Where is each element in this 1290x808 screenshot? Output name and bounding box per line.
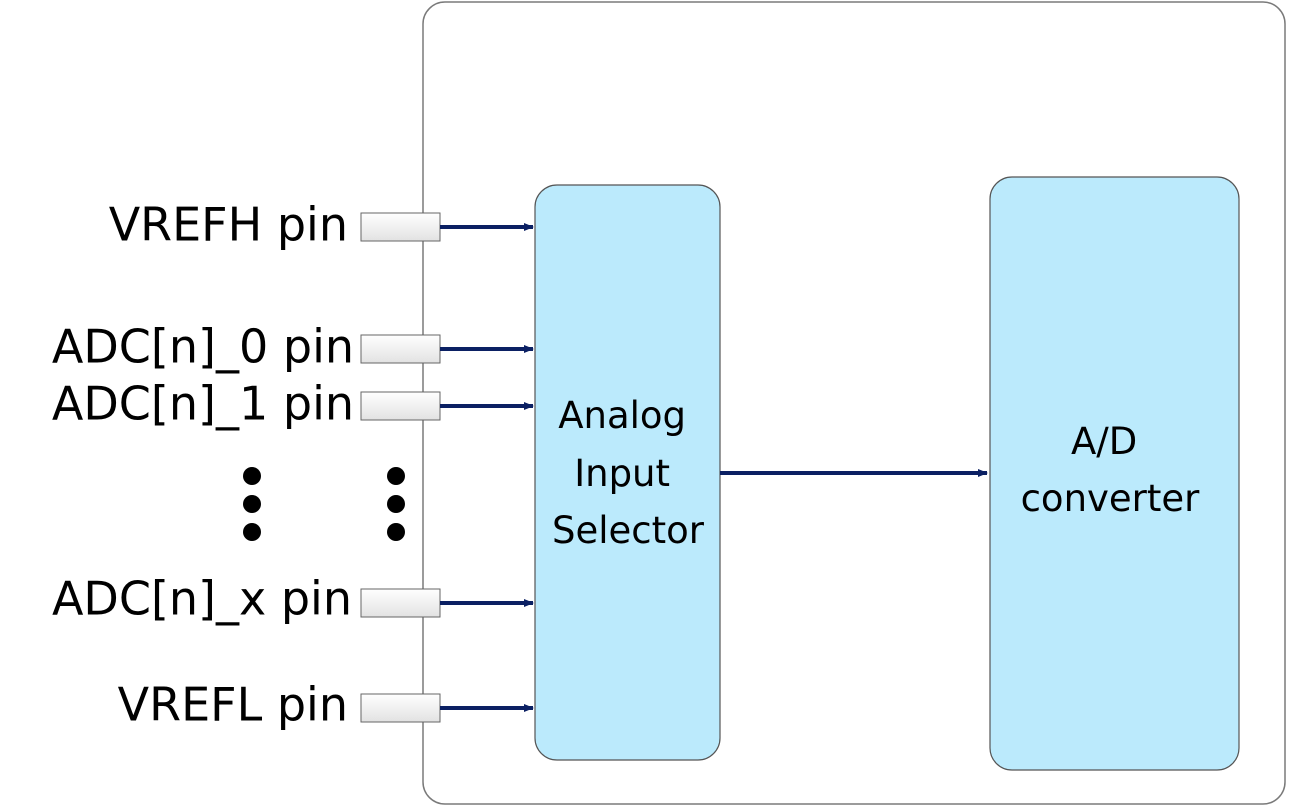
converter-label-line-2: converter	[1021, 477, 1201, 520]
pin-connector-adc-1	[360, 391, 441, 421]
pin-row-vrefh: VREFH pin	[109, 198, 534, 252]
pin-connector-adc-0	[360, 334, 441, 364]
pin-label-adc-0: ADC[n]_0 pin	[52, 320, 354, 374]
converter-box	[989, 176, 1240, 771]
selector-label-line-2: Input	[574, 452, 670, 495]
pin-label-vrefh: VREFH pin	[109, 198, 348, 252]
converter-label: A/D converter	[1021, 420, 1201, 520]
pin-connector-vrefl	[360, 693, 441, 723]
selector-label: Analog Input Selector	[552, 394, 705, 552]
ad-converter-block: A/D converter	[989, 176, 1240, 771]
pin-connector-vrefh	[360, 212, 441, 242]
pin-label-adc-x: ADC[n]_x pin	[52, 572, 352, 626]
pin-connector-adc-x	[360, 588, 441, 618]
selector-label-line-3: Selector	[552, 509, 705, 552]
pin-row-adc-1: ADC[n]_1 pin	[52, 377, 534, 431]
pin-row-adc-x: ADC[n]_x pin	[52, 572, 534, 626]
pin-label-vrefl: VREFL pin	[118, 678, 348, 732]
pin-row-vrefl: VREFL pin	[118, 678, 534, 732]
selector-label-line-1: Analog	[558, 394, 686, 437]
pin-label-adc-1: ADC[n]_1 pin	[52, 377, 354, 431]
ellipsis-dots-right	[387, 467, 405, 541]
ellipsis-dots-left	[243, 467, 261, 541]
pin-row-adc-0: ADC[n]_0 pin	[52, 320, 534, 374]
converter-label-line-1: A/D	[1071, 420, 1137, 463]
analog-input-selector-block: Analog Input Selector	[534, 184, 721, 761]
